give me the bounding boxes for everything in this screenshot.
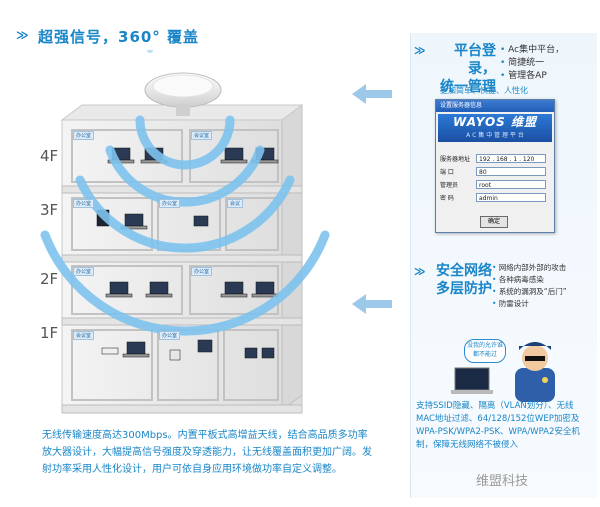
ok-button[interactable]: 确定 bbox=[480, 216, 508, 228]
platform-title-line1: 平台登录， bbox=[454, 43, 496, 77]
floor-label-4f: 4F bbox=[40, 147, 59, 165]
platform-subtitle: 更加简单、快捷、人性化 bbox=[440, 86, 528, 95]
field-label: 管理员 bbox=[440, 182, 459, 189]
admin-input[interactable]: root bbox=[476, 180, 546, 189]
double-chevron-icon: ≫ bbox=[414, 44, 426, 57]
brand-banner: WAYOS 维盟 A C 集 中 管 理 平 台 bbox=[438, 114, 552, 142]
bullet-item: Ac集中平台， bbox=[500, 44, 564, 57]
room-label: 办公室 bbox=[73, 131, 95, 140]
guard-illustration bbox=[451, 342, 555, 402]
speech-bubble: 没我的允许谁都不能过 bbox=[464, 339, 506, 363]
platform-title: 平台登录， 统一管理 bbox=[428, 42, 496, 96]
server-address-input[interactable]: 192 . 168 . 1 . 120 bbox=[476, 154, 546, 163]
field-label: 端 口 bbox=[440, 169, 454, 176]
port-input[interactable]: 80 bbox=[476, 167, 546, 176]
room-label: 办公室 bbox=[73, 199, 95, 208]
brand-logo: WAYOS 维盟 bbox=[452, 115, 537, 129]
double-chevron-icon: ≫ bbox=[16, 28, 29, 42]
room-label: 会议室 bbox=[73, 331, 95, 340]
password-input[interactable]: admin bbox=[476, 193, 546, 202]
room-label: 会议室 bbox=[191, 131, 213, 140]
bullet-item: 管理各AP bbox=[500, 70, 564, 83]
window-title: 设置服务器信息 bbox=[436, 100, 554, 112]
double-chevron-icon: ≫ bbox=[414, 265, 426, 278]
room-label: 办公室 bbox=[73, 267, 95, 276]
room-label: 办公室 bbox=[159, 331, 181, 340]
room-label: 办公室 bbox=[159, 199, 181, 208]
watermark: 维盟科技 bbox=[476, 474, 529, 489]
login-window: 设置服务器信息 WAYOS 维盟 A C 集 中 管 理 平 台 服务器地址 1… bbox=[435, 99, 555, 233]
bullet-item: 网络内部外部的攻击 bbox=[492, 262, 567, 274]
bullet-item: 系统的漏洞及“后门” bbox=[492, 286, 567, 298]
brand-subtitle: A C 集 中 管 理 平 台 bbox=[466, 132, 524, 139]
floor-label-2f: 2F bbox=[40, 270, 59, 288]
bullet-item: 各种病毒感染 bbox=[492, 274, 567, 286]
port-row: 端 口 80 bbox=[440, 165, 554, 178]
server-address-row: 服务器地址 192 . 168 . 1 . 120 bbox=[440, 152, 554, 165]
page-title: 超强信号，360° 覆盖 bbox=[38, 28, 200, 46]
security-bullets: 网络内部外部的攻击 各种病毒感染 系统的漏洞及“后门” 防雷设计 bbox=[492, 262, 567, 310]
room-label: 办公室 bbox=[191, 267, 213, 276]
admin-row: 管理员 root bbox=[440, 178, 554, 191]
security-title-line2: 多层防护 bbox=[436, 281, 492, 297]
floor-label-3f: 3F bbox=[40, 201, 59, 219]
arrow-left-icon bbox=[352, 84, 392, 104]
security-title-line1: 安全网络 bbox=[436, 263, 492, 279]
feature-description: 无线传输速度高达300Mbps。内置平板式高增益天线，结合高品质多功率放大器设计… bbox=[42, 430, 372, 475]
password-row: 密 码 admin bbox=[440, 191, 554, 204]
bullet-item: 防雷设计 bbox=[492, 298, 567, 310]
platform-title-line2: 统一管理 bbox=[440, 79, 496, 95]
building-illustration bbox=[40, 50, 392, 414]
room-label: 会议 bbox=[227, 199, 244, 208]
security-description: 支持SSID隐藏、隔离（VLAN划分）、无线MAC地址过滤、64/128/152… bbox=[416, 401, 580, 450]
bullet-item: 简捷统一 bbox=[500, 57, 564, 70]
security-title: 安全网络 多层防护 bbox=[428, 262, 492, 298]
field-label: 密 码 bbox=[440, 195, 454, 202]
floor-label-1f: 1F bbox=[40, 324, 59, 342]
field-label: 服务器地址 bbox=[440, 156, 471, 163]
platform-bullets: Ac集中平台， 简捷统一 管理各AP bbox=[500, 44, 564, 83]
